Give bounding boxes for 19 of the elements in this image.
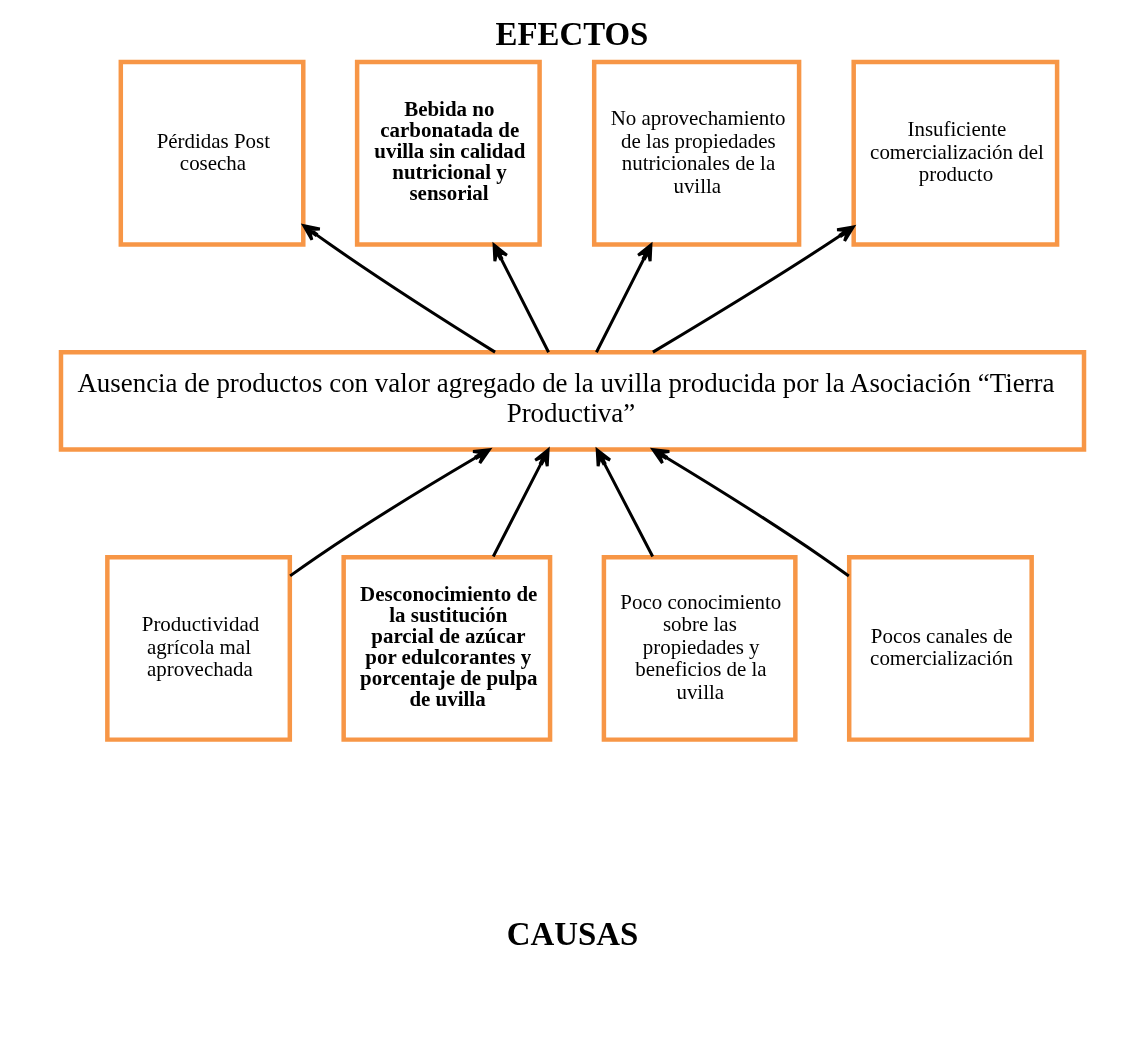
arrow — [491, 448, 550, 558]
node-box: Ausencia de productos con valor agregado de la uvilla producida por la Asociación “Tierra Productiva” — [58, 350, 1087, 452]
node-box: Poco conocimiento sobre las propiedades y beneficios de la uvilla — [601, 554, 798, 742]
arrow — [652, 225, 855, 354]
arrow — [289, 448, 491, 578]
arrow — [651, 448, 850, 578]
arrow — [302, 224, 496, 354]
arrow — [595, 243, 653, 353]
node-box: Productividad agrícola mal aprovechada — [105, 554, 293, 742]
arrow — [595, 448, 654, 558]
node-box: Bebida no carbonatada de uvilla sin calidad nutricional y sensorial — [354, 59, 542, 247]
arrow — [492, 243, 550, 353]
node-box: Desconocimiento de la sustitución parcial de azúcar por edulcorantes y porcentaje de pulpa de uvilla — [341, 554, 553, 742]
node-box: Pocos canales de comercialización — [846, 554, 1034, 742]
node-box: Insuficiente comercialización del producto — [851, 59, 1060, 247]
node-box: Pérdidas Post cosecha — [118, 59, 306, 247]
label: CAUSAS — [506, 916, 639, 953]
node-box: No aprovechamiento de las propiedades nutricionales de la uvilla — [591, 59, 802, 247]
diagram-title: EFECTOS — [495, 16, 649, 53]
